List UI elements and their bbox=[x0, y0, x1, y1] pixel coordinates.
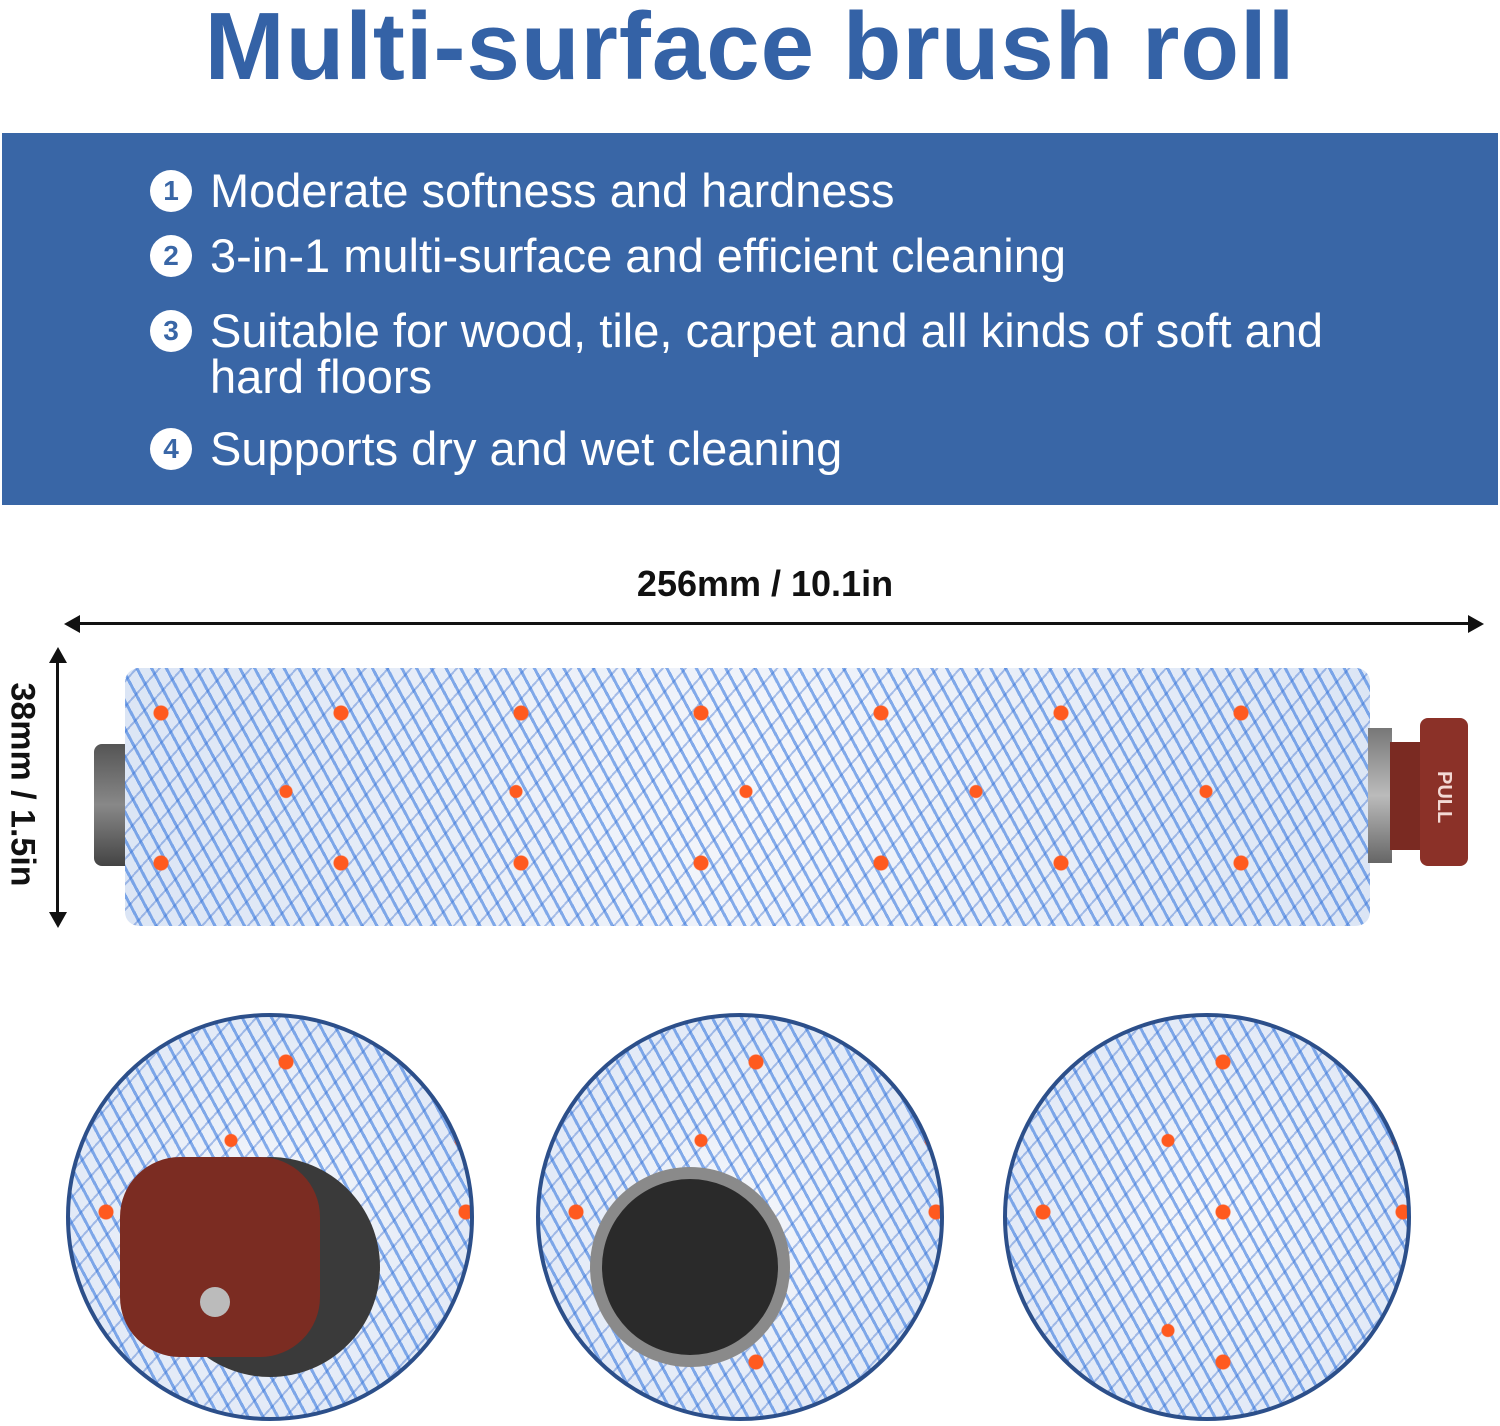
arrow-down-icon bbox=[49, 912, 67, 928]
detail-circle-cap-end bbox=[66, 1013, 474, 1421]
pull-cap-label: PULL bbox=[1433, 771, 1455, 824]
length-arrow bbox=[72, 622, 1476, 625]
features-band bbox=[2, 133, 1498, 505]
roller-left-cap bbox=[94, 744, 126, 866]
brush-roll-image bbox=[125, 668, 1370, 926]
roller-right-ring bbox=[1368, 728, 1392, 863]
number-badge-icon: 2 bbox=[150, 235, 192, 277]
pull-cap bbox=[1420, 718, 1468, 866]
number-badge-icon: 4 bbox=[150, 428, 192, 470]
diameter-arrow bbox=[56, 655, 59, 920]
feature-item: 3 Suitable for wood, tile, carpet and al… bbox=[150, 304, 1350, 403]
feature-item: 4 Supports dry and wet cleaning bbox=[150, 422, 843, 475]
detail-circle-fabric-closeup bbox=[1003, 1013, 1411, 1421]
diameter-label: 38mm / 1.5in bbox=[3, 682, 42, 887]
arrow-right-icon bbox=[1468, 615, 1484, 633]
feature-text: 3-in-1 multi-surface and efficient clean… bbox=[210, 229, 1067, 282]
feature-item: 2 3-in-1 multi-surface and efficient cle… bbox=[150, 229, 1067, 282]
number-badge-icon: 1 bbox=[150, 170, 192, 212]
detail-circle-plain-end bbox=[536, 1013, 944, 1421]
feature-item: 1 Moderate softness and hardness bbox=[150, 164, 895, 217]
socket-image bbox=[602, 1179, 778, 1355]
pull-cap-image bbox=[120, 1157, 320, 1357]
axle-pin bbox=[200, 1287, 230, 1317]
length-label: 256mm / 10.1in bbox=[636, 563, 894, 604]
feature-text: Suitable for wood, tile, carpet and all … bbox=[210, 304, 1323, 403]
number-badge-icon: 3 bbox=[150, 310, 192, 352]
page-title: Multi-surface brush roll bbox=[204, 0, 1296, 100]
feature-text: Moderate softness and hardness bbox=[210, 164, 895, 217]
arrow-left-icon bbox=[64, 615, 80, 633]
arrow-up-icon bbox=[49, 647, 67, 663]
feature-text: Supports dry and wet cleaning bbox=[210, 422, 843, 475]
